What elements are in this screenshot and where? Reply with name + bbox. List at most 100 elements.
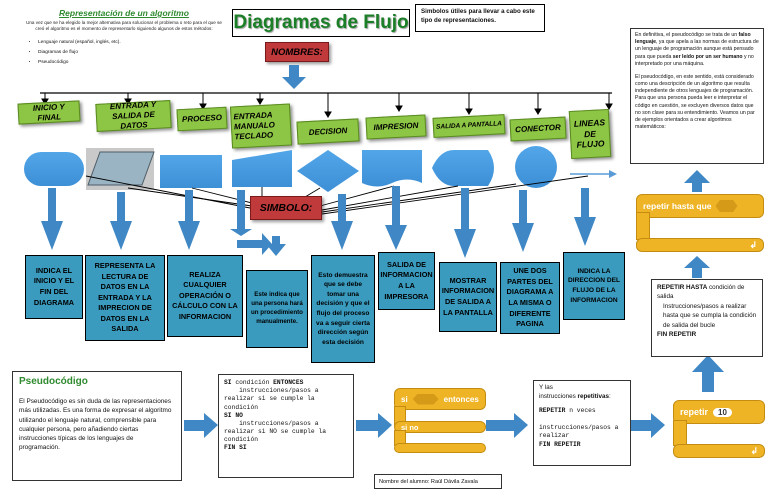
- desc-text: REPRESENTA LA LECTURA DE DATOS EN LA ENT…: [94, 260, 156, 334]
- repeat-until-footer: ↲: [636, 238, 764, 252]
- data-io-shape: [86, 148, 155, 190]
- repeat-line-3: FIN REPETIR: [539, 440, 581, 448]
- repeat-block: repetir 10 ↲: [673, 400, 765, 462]
- repeat-until-foot: FIN REPETIR: [657, 331, 697, 339]
- if-line-5: FIN SI: [224, 444, 247, 452]
- main-title-text: Diagramas de Flujo: [233, 12, 409, 33]
- pseudocode-explanation: En definitiva, el pseudocódigo se trata …: [630, 28, 764, 164]
- if-si-label: si: [401, 394, 408, 404]
- repeat-arm: [673, 420, 687, 446]
- repeat-until-head: REPETIR HASTA condición de salida: [657, 283, 757, 302]
- repeat-label: repetir: [680, 407, 709, 417]
- if-condition-slot: [412, 393, 439, 405]
- repeat-until-block: repetir hasta que ↲: [636, 194, 764, 254]
- desc-text: INDICA EL INICIO Y EL FIN DEL DIAGRAMA: [33, 265, 75, 307]
- desc-entrada-salida: REPRESENTA LA LECTURA DE DATOS EN LA ENT…: [85, 255, 165, 341]
- if-line-2: instrucciones/pasos a realizar si se cum…: [224, 387, 323, 411]
- if-line-3: SI NO: [224, 411, 243, 419]
- desc-entrada-manual: Este indica que una persona hará un proc…: [246, 270, 308, 348]
- repeat-count-text: n veces: [565, 407, 596, 414]
- repeat-until-text: REPETIR HASTA condición de salida Instru…: [651, 279, 763, 357]
- repeat-header: repetir 10: [673, 400, 765, 424]
- if-entonces-label: entonces: [443, 394, 479, 404]
- repeat-until-keyword: REPETIR HASTA: [657, 284, 708, 291]
- repeat-footer: ↲: [673, 444, 765, 458]
- manual-input-shape: [232, 150, 292, 187]
- repeat-until-label: repetir hasta que: [643, 201, 712, 211]
- connector-shape: [515, 146, 557, 188]
- p1-pre: En definitiva, el pseudocódigo se trata …: [635, 32, 739, 38]
- main-title: Diagramas de Flujo: [232, 9, 410, 37]
- pseudocode-title: Pseudocódigo: [19, 376, 88, 387]
- pseudocode-panel: Pseudocódigo El Pseudocódigo es sin duda…: [12, 371, 182, 481]
- intro-list: Lenguaje natural (español, inglés, etc).…: [22, 38, 226, 68]
- desc-text: UNE DOS PARTES DEL DIAGRAMA A LA MISMA O…: [506, 266, 554, 329]
- repeat-line-1: REPETIR n veces: [539, 407, 625, 416]
- explanation-para-2: El pseudocódigo, en este sentido, está c…: [635, 73, 755, 131]
- si-keyword: SI: [224, 379, 232, 386]
- loop-arrow-icon: ↲: [750, 445, 758, 456]
- repeat-intro-2: instrucciones repetitivas:: [539, 392, 611, 400]
- if-else-block: si entonces si no: [394, 388, 486, 458]
- subtitle-note: Simbolos útiles para llevar a cabo este …: [415, 4, 545, 32]
- author-text: Nombre del alumno: Raúl Dávila Zavala: [379, 478, 478, 485]
- if-footer: [394, 443, 486, 453]
- author-box: Nombre del alumno: Raúl Dávila Zavala: [374, 474, 502, 489]
- terminator-shape: [24, 152, 84, 186]
- repeat-until-header: repetir hasta que: [636, 194, 764, 218]
- if-line-4: instrucciones/pasos a realizar si NO se …: [224, 419, 330, 444]
- intro-title: Representación de un algoritmo: [59, 8, 189, 18]
- if-code-panel: SI condición ENTONCES instrucciones/paso…: [218, 374, 354, 478]
- loop-arrow-icon: ↲: [749, 239, 757, 250]
- repeat-intro-pre: instrucciones: [539, 392, 578, 400]
- pseudocode-body: El Pseudocódigo es sin duda de las repre…: [19, 398, 172, 452]
- nombres-text: NOMBRES:: [271, 46, 323, 58]
- if-else-row: si no: [394, 421, 486, 433]
- repeat-until-body: Instrucciones/pasos a realizar hasta que…: [663, 302, 757, 329]
- intro-item: Diagramas de flujo: [38, 48, 226, 58]
- process-shape: [160, 155, 222, 188]
- desc-text: Esto demuestra que se debe tomar una dec…: [316, 271, 370, 346]
- desc-salida-pantalla: MOSTRAR INFORMACION DE SALIDA A LA PANTA…: [439, 262, 497, 332]
- repeat-line-2: instrucciones/pasos a realizar: [539, 423, 619, 440]
- intro-body: Una vez que se ha elegido la mejor alter…: [26, 20, 222, 31]
- entonces-keyword: ENTONCES: [273, 379, 304, 386]
- p1-post: y no interpretado por una máquina.: [635, 53, 754, 67]
- intro-panel: Representación de un algoritmo Una vez q…: [22, 8, 226, 90]
- p1-bold-1: falso lenguaje: [635, 32, 751, 46]
- condition-slot: [715, 200, 738, 212]
- desc-decision: Esto demuestra que se debe tomar una dec…: [311, 255, 375, 363]
- simbolo-label: SIMBOLO:: [250, 196, 322, 220]
- repeat-text-panel: Y las instrucciones repetitivas: REPETIR…: [533, 380, 631, 466]
- desc-conector: UNE DOS PARTES DEL DIAGRAMA A LA MISMA O…: [500, 262, 560, 334]
- nombres-label: NOMBRES:: [265, 42, 329, 62]
- blue-down-arrow: [282, 65, 306, 89]
- if-line-1: SI condición ENTONCES: [224, 379, 348, 387]
- desc-inicio-final: INDICA EL INICIO Y EL FIN DEL DIAGRAMA: [25, 255, 83, 319]
- repetir-keyword: REPETIR: [539, 407, 566, 414]
- if-condition: condición: [231, 379, 274, 386]
- document-shape: [362, 150, 422, 187]
- desc-text: MOSTRAR INFORMACION DE SALIDA A LA PANTA…: [441, 275, 495, 317]
- decision-shape: [297, 150, 359, 192]
- repeat-intro-bold: repetitivas: [577, 392, 610, 400]
- subtitle-note-text: Simbolos útiles para llevar a cabo este …: [421, 8, 535, 24]
- desc-text: REALIZA CUALQUIER OPERACIÓN O CÁLCULO CO…: [172, 269, 238, 321]
- p1-bold-2: ser leído por un ser humano: [672, 53, 743, 60]
- repeat-intro: Y las: [539, 384, 553, 391]
- intro-item: Lenguaje natural (español, inglés, etc).: [38, 38, 226, 48]
- desc-text: Este indica que una persona hará un proc…: [251, 291, 303, 325]
- p1-mid: , ya que apela a las normas de estructur…: [635, 39, 759, 60]
- desc-proceso: REALIZA CUALQUIER OPERACIÓN O CÁLCULO CO…: [167, 255, 243, 337]
- desc-lineas-flujo: INDICA LA DIRECCION DEL FLUJO DE LA INFO…: [563, 252, 625, 320]
- if-header: si entonces: [394, 388, 486, 410]
- display-shape: [432, 150, 494, 186]
- desc-text: INDICA LA DIRECCION DEL FLUJO DE LA INFO…: [567, 267, 621, 304]
- intro-item: Pseudocódigo: [38, 58, 226, 68]
- repeat-count-input[interactable]: 10: [713, 407, 732, 417]
- flow-line-shape: [570, 170, 617, 178]
- repeat-until-condition: condición de salida: [657, 284, 745, 301]
